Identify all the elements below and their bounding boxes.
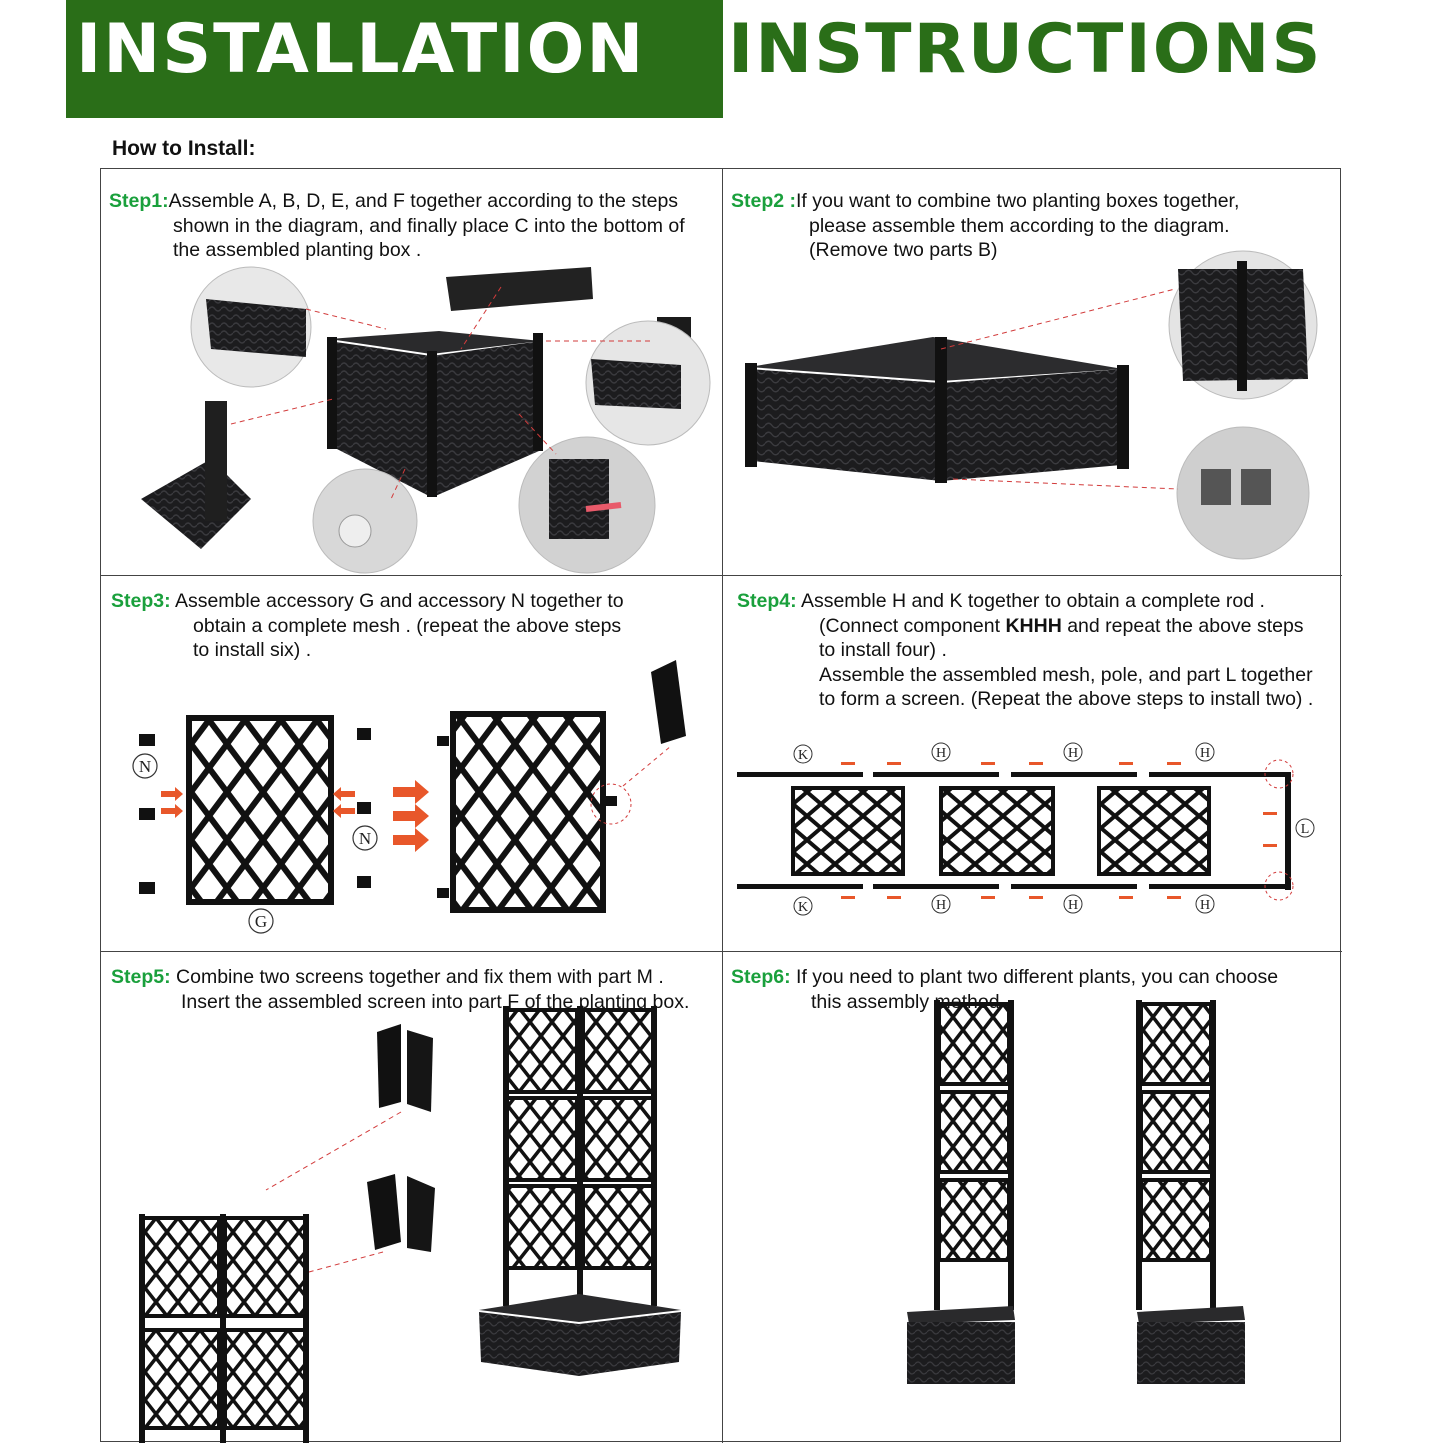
step3-panel: Step3: Assemble accessory G and accessor… <box>101 576 723 952</box>
step6-planter-left <box>907 1000 1015 1384</box>
step4-line5: to form a screen. (Repeat the above step… <box>819 688 1314 710</box>
title-word-installation: INSTALLATION <box>76 10 646 89</box>
step1-text: Step1:Assemble A, B, D, E, and F togethe… <box>109 189 685 263</box>
step2-illustration <box>745 250 1318 560</box>
step4-mesh-3 <box>1097 786 1211 876</box>
step3-line3: to install six) . <box>193 639 312 661</box>
step4-mesh-2 <box>939 786 1055 876</box>
step5-part-m-top <box>377 1024 401 1108</box>
step5-text: Step5: Combine two screens together and … <box>111 965 689 1014</box>
step3-clip-detail <box>651 660 686 744</box>
step5-line2: Insert the assembled screen into part F … <box>181 990 690 1013</box>
step4-label-h-top-1: H <box>936 746 946 761</box>
how-to-install-heading: How to Install: <box>112 137 256 160</box>
step4-label-h-bottom-2: H <box>1068 898 1078 913</box>
step1-line3: the assembled planting box . <box>173 239 422 261</box>
step2-label: Step2 : <box>731 190 797 212</box>
step3-clip <box>139 808 155 820</box>
step4-label-h-top-2: H <box>1068 746 1078 761</box>
step5-label: Step5: <box>111 966 171 988</box>
step2-line2: please assemble them according to the di… <box>809 214 1230 237</box>
step1-line1: Assemble A, B, D, E, and F together acco… <box>168 190 679 212</box>
step4-label-h-bottom-1: H <box>936 898 946 913</box>
title-banner: INSTALLATION INSTRUCTIONS <box>66 0 1386 118</box>
step5-planter-box <box>479 1312 579 1376</box>
step2-line3: (Remove two parts B) <box>809 239 998 261</box>
title-word-instructions: INSTRUCTIONS <box>728 10 1323 89</box>
step6-planter-right <box>1136 1000 1245 1384</box>
step5-line1: Combine two screens together and fix the… <box>176 966 664 988</box>
step3-label-n-left: N <box>139 757 151 776</box>
step2-text: Step2 :If you want to combine two planti… <box>731 189 1239 263</box>
step3-clip <box>357 728 371 740</box>
step2-planter-left <box>749 369 941 481</box>
step3-clip <box>357 876 371 888</box>
step4-label: Step4: <box>737 590 797 612</box>
step3-clip <box>357 802 371 814</box>
step1-panel: Step1:Assemble A, B, D, E, and F togethe… <box>101 169 723 576</box>
step6-label: Step6: <box>731 966 791 988</box>
step4-line2: (Connect component KHHH and repeat the a… <box>819 614 1304 637</box>
step3-mesh-g <box>186 715 334 905</box>
step1-bottom-tray-c <box>446 267 593 311</box>
step3-clip <box>139 882 155 894</box>
step4-panel: Step4: Assemble H and K together to obta… <box>723 576 1342 952</box>
step5-part-m-bottom <box>367 1174 401 1250</box>
step4-text: Step4: Assemble H and K together to obta… <box>737 589 1313 712</box>
step4-line1: Assemble H and K together to obtain a co… <box>800 590 1265 612</box>
step3-label-g: G <box>255 912 267 931</box>
step4-label-h-top-3: H <box>1200 746 1210 761</box>
step4-line4: Assemble the assembled mesh, pole, and p… <box>819 663 1313 686</box>
step6-line1: If you need to plant two different plant… <box>796 966 1279 988</box>
step1-line2: shown in the diagram, and finally place … <box>173 214 685 237</box>
step3-label: Step3: <box>111 590 171 612</box>
step5-panel: Step5: Combine two screens together and … <box>101 952 723 1443</box>
step3-illustration: N N G <box>132 660 686 934</box>
step2-panel: Step2 :If you want to combine two planti… <box>723 169 1342 576</box>
step4-label-l: L <box>1301 822 1310 837</box>
step3-assembled-mesh <box>450 711 606 913</box>
step4-label-k-top: K <box>798 748 808 763</box>
step3-line2: obtain a complete mesh . (repeat the abo… <box>193 614 622 637</box>
step4-line3: to install four) . <box>819 639 947 661</box>
step4-mesh-1 <box>791 786 905 876</box>
step4-khhh: KHHH <box>1005 614 1062 637</box>
title-banner-green-block <box>66 0 723 118</box>
step3-clip <box>139 734 155 746</box>
step4-illustration: K H H H K H H H L <box>737 742 1315 916</box>
step1-label: Step1: <box>109 190 169 212</box>
step2-line1: If you want to combine two planting boxe… <box>796 190 1240 212</box>
step3-line1: Assemble accessory G and accessory N tog… <box>174 590 624 612</box>
step6-illustration <box>907 1000 1245 1384</box>
step4-label-h-bottom-3: H <box>1200 898 1210 913</box>
step5-illustration <box>139 1006 681 1443</box>
step1-planter-box <box>329 341 431 497</box>
step6-panel: Step6: If you need to plant two differen… <box>723 952 1342 1443</box>
steps-grid: Step1:Assemble A, B, D, E, and F togethe… <box>100 168 1342 1443</box>
step1-illustration <box>141 266 711 574</box>
step4-label-k-bottom: K <box>798 900 808 915</box>
step2-planter-right <box>941 369 1123 481</box>
step3-label-n-right: N <box>359 829 371 848</box>
step3-text: Step3: Assemble accessory G and accessor… <box>111 589 624 663</box>
